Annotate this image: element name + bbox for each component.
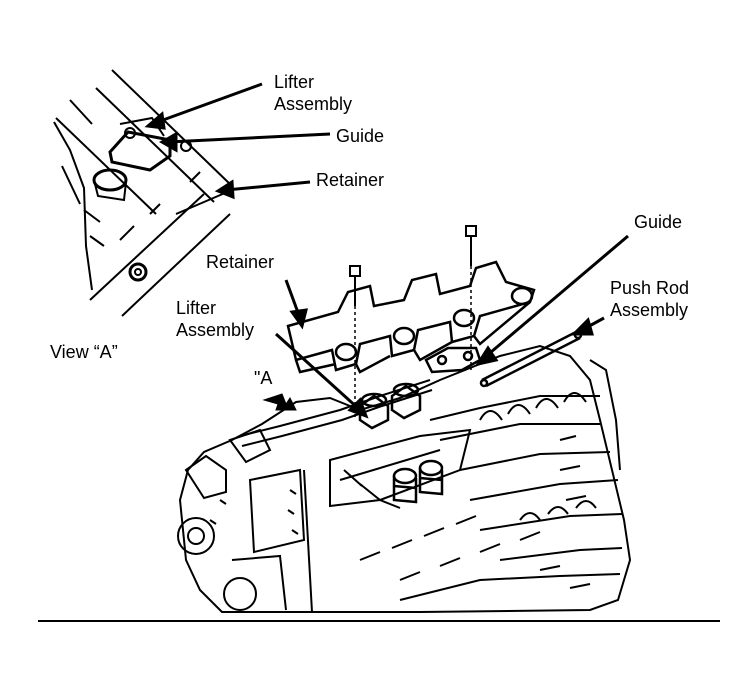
label-lifter-assembly-mid-1: Lifter: [176, 298, 217, 318]
label-view-a: View “A”: [50, 342, 118, 362]
label-lifter-assembly-top-1: Lifter: [274, 72, 315, 92]
bottom-divider: [38, 620, 720, 622]
exploded-lifters: [358, 382, 422, 430]
label-guide-right: Guide: [634, 212, 683, 232]
retainer-part: [286, 260, 536, 374]
installed-lifters: [392, 459, 444, 504]
label-lifter-assembly-top-2: Assembly: [274, 94, 353, 114]
label-push-rod-2: Assembly: [610, 300, 689, 320]
inset-leaders: [144, 82, 331, 200]
label-push-rod-1: Push Rod: [610, 278, 690, 298]
main-leaders: [274, 234, 629, 419]
label-guide-top: Guide: [336, 126, 385, 146]
label-retainer-mid: Retainer: [206, 252, 275, 272]
view-a-inset: [53, 69, 233, 317]
view-a-arrow-marker: [262, 393, 297, 411]
fuel-rail: [239, 379, 433, 509]
engine-block: [177, 344, 632, 613]
label-view-marker-a: "A: [254, 368, 273, 388]
label-lifter-assembly-mid-2: Assembly: [176, 320, 255, 340]
label-retainer-top: Retainer: [316, 170, 385, 190]
